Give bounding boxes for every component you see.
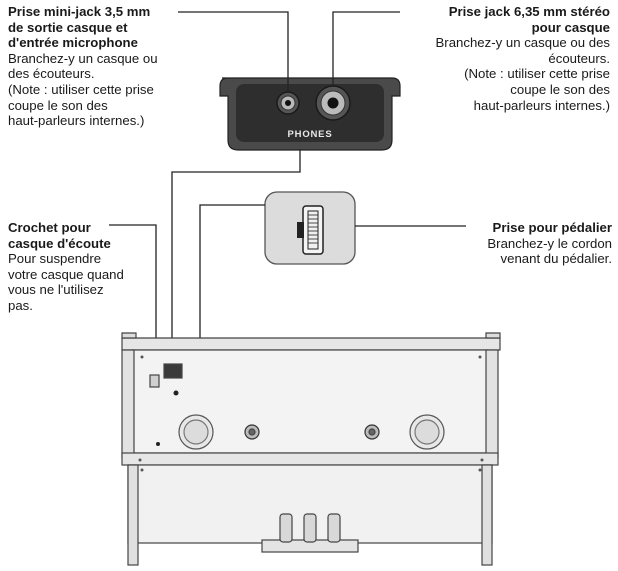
mini-jack-desc-line: coupe le son des — [8, 97, 108, 113]
mini-jack-desc-line: des écouteurs. — [8, 66, 95, 82]
hook-title: Crochet pour casque d'écoute — [8, 220, 158, 251]
pedal-connector-box — [264, 191, 356, 265]
mini-jack-desc-line: (Note : utiliser cette prise — [8, 81, 154, 97]
mini-jack-desc-line: Branchez-y un casque ou — [8, 50, 158, 66]
jack-635-desc-line: (Note : utiliser cette prise — [464, 66, 610, 82]
hook-desc-line: pas. — [8, 297, 33, 313]
hook-label: Crochet pour casque d'écoute Pour suspen… — [8, 220, 158, 314]
pedal-description: Branchez-y le cordon venant du pédalier. — [426, 236, 612, 267]
mini-jack-title-line: d'entrée microphone — [8, 35, 138, 51]
jack-635-title: Prise jack 6,35 mm stéréo pour casque — [402, 4, 610, 35]
phones-label-text: PHONES — [288, 129, 333, 140]
mini-jack-socket — [276, 91, 300, 115]
leader-mini-jack — [178, 11, 289, 93]
jack-635-desc-line: haut-parleurs internes.) — [473, 97, 610, 113]
hook-desc-line: Pour suspendre — [8, 251, 102, 267]
pedal-label: Prise pour pédalier Branchez-y le cordon… — [426, 220, 612, 267]
jack-635-label: Prise jack 6,35 mm stéréo pour casque Br… — [402, 4, 610, 113]
pedal-desc-line: venant du pédalier. — [500, 251, 612, 267]
pedal-desc-line: Branchez-y le cordon — [487, 235, 612, 251]
mini-jack-desc-line: haut-parleurs internes.) — [8, 113, 145, 129]
hook-title-line: Crochet pour — [8, 220, 91, 235]
hook-title-line: casque d'écoute — [8, 235, 111, 251]
pedal-title: Prise pour pédalier — [426, 220, 612, 236]
pedal-title-line: Prise pour pédalier — [492, 220, 612, 235]
piano-screws — [138, 355, 484, 472]
mini-jack-description: Branchez-y un casque ou des écouteurs. (… — [8, 51, 218, 129]
mini-jack-label: Prise mini-jack 3,5 mm de sortie casque … — [8, 4, 218, 129]
jack-635-desc-line: écouteurs. — [548, 50, 610, 66]
jack-635-title-line: pour casque — [531, 19, 610, 35]
hook-desc-line: vous ne l'utilisez — [8, 282, 104, 298]
piano-body — [121, 332, 501, 566]
hook-description: Pour suspendre votre casque quand vous n… — [8, 251, 158, 313]
jack-635-title-line: Prise jack 6,35 mm stéréo — [448, 4, 610, 19]
leader-hook — [109, 224, 157, 380]
jack-635-desc-line: Branchez-y un casque ou des — [435, 35, 610, 51]
phones-panel: PHONES — [219, 77, 401, 151]
mini-jack-title-line: de sortie casque et — [8, 19, 128, 35]
mini-jack-title: Prise mini-jack 3,5 mm de sortie casque … — [8, 4, 218, 51]
mini-jack-title-line: Prise mini-jack 3,5 mm — [8, 4, 151, 19]
pedals — [279, 513, 341, 543]
hook-desc-line: votre casque quand — [8, 266, 124, 282]
leader-large-jack — [332, 11, 400, 86]
leader-phones-panel — [171, 150, 301, 370]
jack-635-desc-line: coupe le son des — [510, 81, 610, 97]
leader-lines — [109, 11, 466, 445]
jack-635-description: Branchez-y un casque ou des écouteurs. (… — [402, 35, 610, 113]
large-jack-socket — [315, 85, 351, 121]
